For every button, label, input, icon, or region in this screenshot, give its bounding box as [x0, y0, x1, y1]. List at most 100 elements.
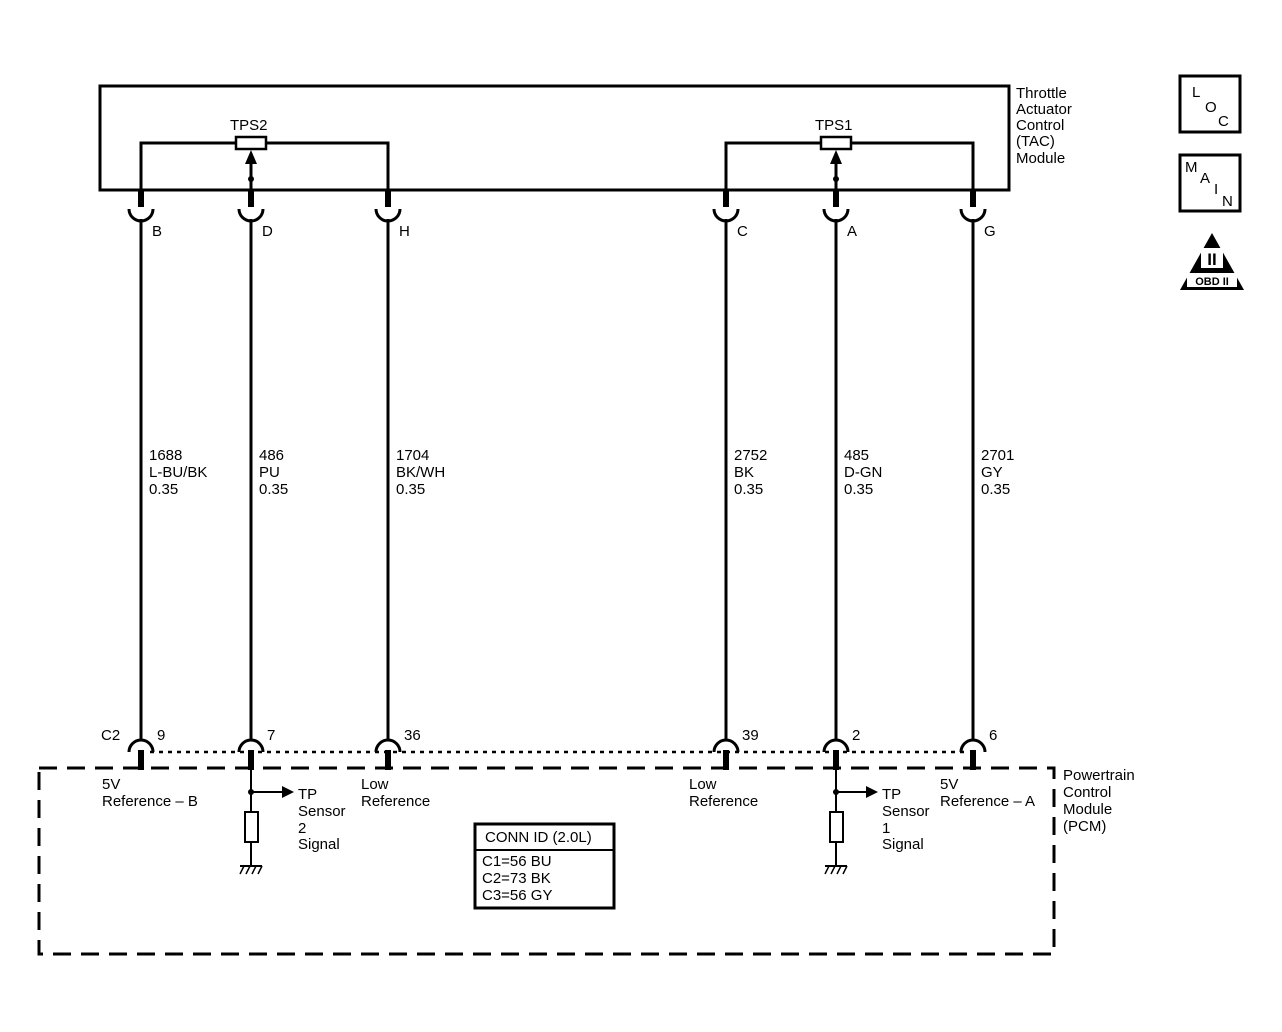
pulldown-resistor-icon — [829, 811, 844, 843]
loc-icon-frame — [1178, 74, 1242, 134]
tac-pin-label: A — [847, 223, 857, 240]
wire-circuit-number: 1704 — [396, 447, 429, 464]
tps2-pulldown — [239, 786, 294, 875]
loc-icon[interactable]: L O C — [1178, 74, 1242, 134]
tps1-pulldown — [824, 786, 878, 875]
connector-cup-icon — [712, 738, 740, 753]
circuit-label-line: Low — [361, 776, 389, 793]
circuit-label-low-ref-1: Low Reference — [689, 776, 758, 810]
connector-cup-icon — [374, 738, 402, 753]
wire-gauge: 0.35 — [149, 481, 178, 498]
wire-gauge: 0.35 — [734, 481, 763, 498]
main-letter: I — [1214, 181, 1218, 198]
conn-id-row: C1=56 BU — [482, 853, 552, 870]
wire-gauge: 0.35 — [981, 481, 1010, 498]
obd-text: OBD II — [1195, 276, 1229, 288]
ground-icon — [824, 865, 848, 875]
pcm-pin-label: 2 — [852, 727, 860, 744]
circuit-label-line: 5V — [940, 776, 958, 793]
tps1-resistor-icon — [819, 135, 853, 151]
signal-arrow-icon — [282, 786, 294, 798]
circuit-label-line: Reference – A — [940, 793, 1035, 810]
circuit-label-line: Reference — [689, 793, 758, 810]
pcm-pin-label: 6 — [989, 727, 997, 744]
wire-circuit-number: 2752 — [734, 447, 767, 464]
circuit-label-low-ref-2: Low Reference — [361, 776, 430, 810]
pcm-module: C2 Powertrain Control Module (PCM) 5V Re… — [37, 727, 1135, 956]
tac-module-outline — [98, 84, 1011, 192]
tps1-label: TPS1 — [815, 117, 853, 134]
pcm-pin-label: 36 — [404, 727, 421, 744]
wire-gauge: 0.35 — [844, 481, 873, 498]
pcm-name-line: (PCM) — [1063, 818, 1106, 835]
tps2-wire-b — [139, 141, 236, 205]
circuit-label-line: Signal — [298, 836, 340, 853]
tps2-sensor: TPS2 — [139, 117, 390, 205]
circuit-label-line: TP — [298, 786, 317, 803]
circuit-label-line: Low — [689, 776, 717, 793]
circuit-label-line: 2 — [298, 820, 306, 837]
connector-cup-icon — [127, 738, 155, 753]
wire-color: BK/WH — [396, 464, 445, 481]
wire-gauge: 0.35 — [259, 481, 288, 498]
conn-id-row: C2=73 BK — [482, 870, 551, 887]
loc-letter: L — [1192, 84, 1200, 101]
wire-circuit-number: 1688 — [149, 447, 182, 464]
circuit-label-5v-ref-b: 5V Reference – B — [102, 776, 198, 810]
wire-color: L-BU/BK — [149, 464, 207, 481]
conn-id-row: C3=56 GY — [482, 887, 552, 904]
circuit-label-line: Reference – B — [102, 793, 198, 810]
conn-id-title: CONN ID (2.0L) — [485, 829, 592, 846]
pulldown-resistor-icon — [244, 811, 259, 843]
pcm-connector-label: C2 — [101, 727, 120, 744]
wire-color: D-GN — [844, 464, 882, 481]
tps2-wiper-arrow-icon — [245, 150, 257, 164]
tps1-splice-dot — [833, 176, 839, 182]
tac-pin-label: G — [984, 223, 996, 240]
conn-id-table: CONN ID (2.0L) C1=56 BU C2=73 BK C3=56 G… — [473, 822, 616, 910]
tac-name-line: (TAC) — [1016, 133, 1055, 150]
tps1-wire-c — [724, 141, 821, 205]
connector-cup-icon — [237, 738, 265, 753]
pcm-name-line: Powertrain — [1063, 767, 1135, 784]
circuit-label-line: 1 — [882, 820, 890, 837]
pcm-name-line: Control — [1063, 784, 1111, 801]
circuit-label-line: Sensor — [882, 803, 930, 820]
wire-circuit-number: 485 — [844, 447, 869, 464]
connector-cup-icon — [822, 738, 850, 753]
main-letter: A — [1200, 170, 1210, 187]
tac-pin-label: D — [262, 223, 273, 240]
main-icon[interactable]: M A I N — [1178, 153, 1242, 213]
obd-ii-icon[interactable]: II OBD II — [1180, 233, 1244, 290]
tac-pin-label: C — [737, 223, 748, 240]
wire-color: BK — [734, 464, 754, 481]
tps2-label: TPS2 — [230, 117, 268, 134]
main-letter: N — [1222, 193, 1233, 210]
conn-id-frame — [473, 822, 616, 910]
pcm-name-line: Module — [1063, 801, 1112, 818]
tac-name-line: Module — [1016, 150, 1065, 167]
wire-circuit-number: 486 — [259, 447, 284, 464]
loc-letter: O — [1205, 99, 1217, 116]
connector-cup-icon — [959, 738, 987, 753]
wire-circuit-number: 2701 — [981, 447, 1014, 464]
circuit-label-line: 5V — [102, 776, 120, 793]
pcm-pin-label: 9 — [157, 727, 165, 744]
loc-letter: C — [1218, 113, 1229, 130]
tac-name-line: Control — [1016, 117, 1064, 134]
tps1-wire-g — [851, 141, 975, 205]
tps2-splice-dot — [248, 176, 254, 182]
ground-icon — [239, 865, 263, 875]
tac-module: Throttle Actuator Control (TAC) Module T… — [98, 84, 1072, 205]
wires-layer: B1688L-BU/BK0.359D486PU0.357H1704BK/WH0.… — [127, 190, 1014, 792]
wire-gauge: 0.35 — [396, 481, 425, 498]
circuit-label-tp-sensor-1: TP Sensor 1 Signal — [882, 786, 930, 853]
wire-color: GY — [981, 464, 1003, 481]
